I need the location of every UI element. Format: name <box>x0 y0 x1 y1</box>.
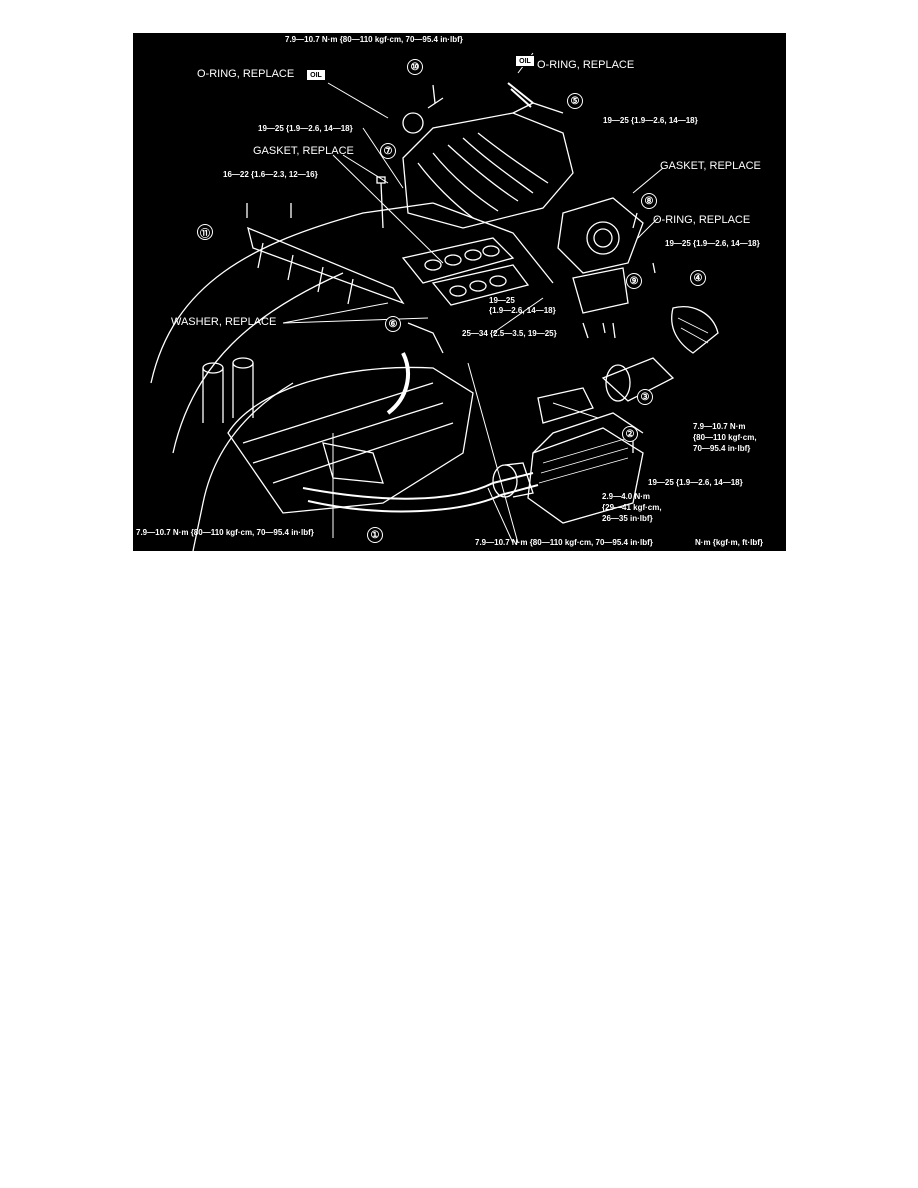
o-ring-replace-label-top-right: O-RING, REPLACE <box>537 59 635 71</box>
torque-label-right-line1: 7.9—10.7 N·m <box>693 422 746 431</box>
intake-system-diagram: 7.9—10.7 N·m {80—110 kgf·cm, 70—95.4 in·… <box>133 33 786 551</box>
torque-label-2-9-line3: 26—35 in·lbf} <box>602 514 653 523</box>
torque-label-19-25-mid-line1: 19—25 <box>489 296 515 305</box>
callout-10: ⑩ <box>407 59 423 75</box>
callout-9: ⑨ <box>626 273 642 289</box>
units-label: N·m {kgf·m, ft·lbf} <box>695 538 763 547</box>
torque-label-2-9-line2: {29—41 kgf·cm, <box>602 503 662 512</box>
torque-label-top: 7.9—10.7 N·m {80—110 kgf·cm, 70—95.4 in·… <box>285 35 463 44</box>
torque-label-right-line3: 70—95.4 in·lbf} <box>693 444 751 453</box>
oil-icon-left: OIL <box>306 69 326 81</box>
gasket-replace-label-left: GASKET, REPLACE <box>253 145 354 157</box>
callout-11: ⑪ <box>197 224 213 240</box>
torque-label-19-25-throttle: 19—25 {1.9—2.6, 14—18} <box>665 239 760 248</box>
torque-label-19-25-right: 19—25 {1.9—2.6, 14—18} <box>603 116 698 125</box>
washer-replace-label: WASHER, REPLACE <box>171 316 277 328</box>
torque-label-19-25-mid-line2: {1.9—2.6, 14—18} <box>489 306 556 315</box>
callout-3: ③ <box>637 389 653 405</box>
callout-7: ⑦ <box>380 143 396 159</box>
callout-5: ⑤ <box>567 93 583 109</box>
torque-label-bottom-left: 7.9—10.7 N·m {80—110 kgf·cm, 70—95.4 in·… <box>136 528 314 537</box>
o-ring-replace-label-left: O-RING, REPLACE <box>197 68 295 80</box>
torque-label-19-25-lower: 19—25 {1.9—2.6, 14—18} <box>648 478 743 487</box>
torque-label-16-22: 16—22 {1.6—2.3, 12—16} <box>223 170 318 179</box>
oil-icon-right: OIL <box>515 55 535 67</box>
torque-label-2-9-line1: 2.9—4.0 N·m <box>602 492 651 501</box>
callout-6: ⑥ <box>385 316 401 332</box>
torque-label-bottom-mid: 7.9—10.7 N·m {80—110 kgf·cm, 70—95.4 in·… <box>475 538 653 547</box>
exploded-view-drawing <box>150 52 719 551</box>
torque-label-right-line2: {80—110 kgf·cm, <box>693 433 757 442</box>
callout-1: ① <box>367 527 383 543</box>
torque-label-25-34: 25—34 {2.5—3.5, 19—25} <box>462 329 557 338</box>
callout-2: ② <box>622 426 638 442</box>
o-ring-replace-label-right: O-RING, REPLACE <box>653 214 751 226</box>
callout-4: ④ <box>690 270 706 286</box>
torque-label-19-25-left: 19—25 {1.9—2.6, 14—18} <box>258 124 353 133</box>
gasket-replace-label-right: GASKET, REPLACE <box>660 160 761 172</box>
callout-8: ⑧ <box>641 193 657 209</box>
